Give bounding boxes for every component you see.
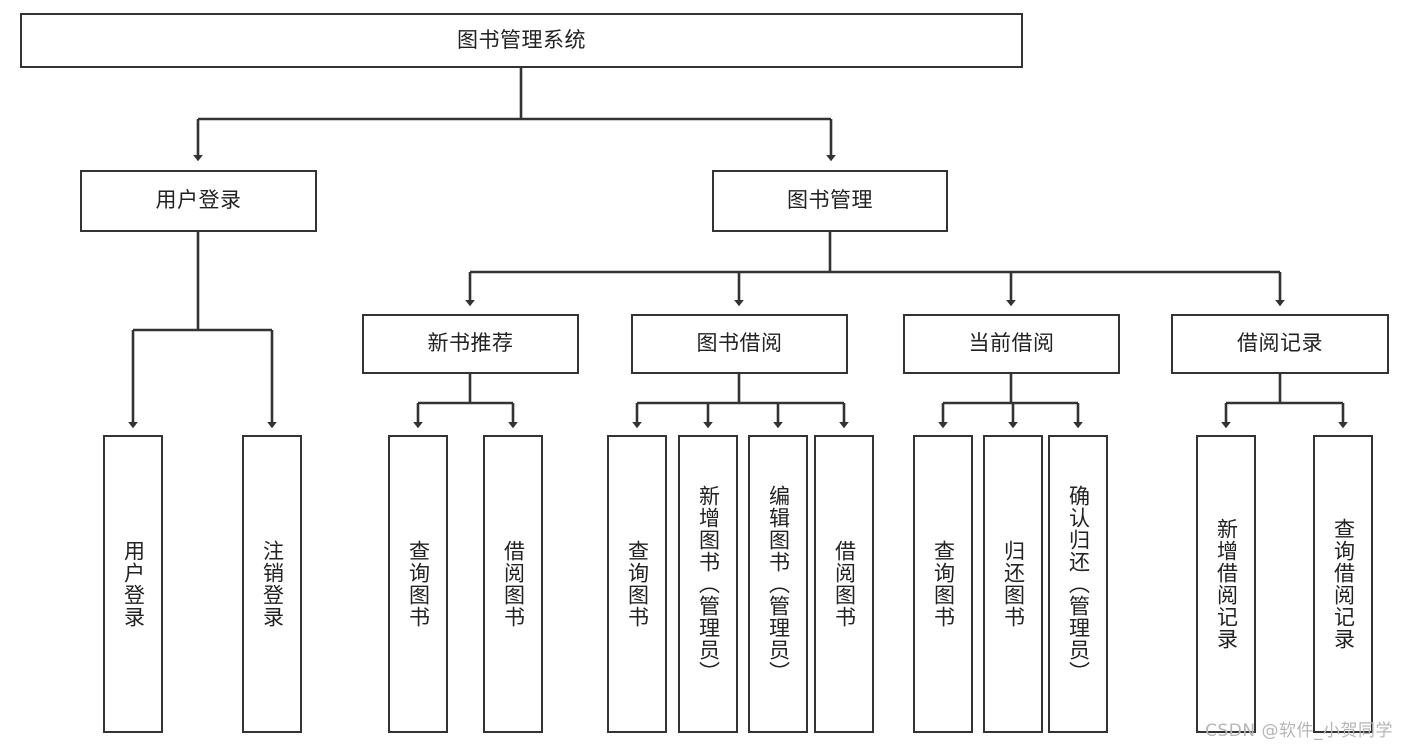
node-leaf-query-book-borrow[interactable]: 查询图书 [607, 435, 667, 733]
node-new-book-rec-label: 新书推荐 [427, 331, 514, 356]
node-book-manage[interactable]: 图书管理 [712, 170, 948, 232]
node-leaf-query-book-borrow-label: 查询图书 [625, 540, 650, 628]
node-leaf-borrow-book[interactable]: 借阅图书 [814, 435, 874, 733]
node-leaf-edit-book-label: 编辑图书（管理员） [766, 485, 791, 683]
node-leaf-add-record[interactable]: 新增借阅记录 [1196, 435, 1256, 733]
node-user-login[interactable]: 用户登录 [80, 170, 317, 232]
node-leaf-query-record[interactable]: 查询借阅记录 [1313, 435, 1373, 733]
node-leaf-edit-book[interactable]: 编辑图书（管理员） [748, 435, 808, 733]
node-new-book-rec[interactable]: 新书推荐 [362, 314, 579, 374]
node-root[interactable]: 图书管理系统 [20, 13, 1023, 68]
node-borrow-record-label: 借阅记录 [1237, 331, 1323, 356]
node-leaf-borrow-book-rec[interactable]: 借阅图书 [483, 435, 543, 733]
node-root-label: 图书管理系统 [457, 27, 586, 52]
node-leaf-query-book-current[interactable]: 查询图书 [913, 435, 973, 733]
node-leaf-confirm-return-label: 确认归还（管理员） [1066, 485, 1091, 683]
node-user-login-label: 用户登录 [155, 188, 242, 213]
node-leaf-query-book-rec-label: 查询图书 [406, 540, 431, 628]
node-book-borrow[interactable]: 图书借阅 [631, 314, 848, 374]
node-leaf-user-login[interactable]: 用户登录 [103, 435, 163, 733]
node-leaf-query-book-current-label: 查询图书 [931, 540, 956, 628]
node-leaf-add-book-label: 新增图书（管理员） [696, 485, 721, 683]
node-book-borrow-label: 图书借阅 [696, 331, 783, 356]
node-leaf-query-book-rec[interactable]: 查询图书 [388, 435, 448, 733]
node-leaf-add-book[interactable]: 新增图书（管理员） [678, 435, 738, 733]
node-current-borrow[interactable]: 当前借阅 [903, 314, 1120, 374]
node-leaf-return-book-label: 归还图书 [1001, 540, 1026, 628]
node-leaf-add-record-label: 新增借阅记录 [1214, 518, 1239, 650]
node-book-manage-label: 图书管理 [787, 188, 873, 213]
node-leaf-borrow-book-label: 借阅图书 [832, 540, 857, 628]
csdn-watermark: CSDN @软件_小贺同学 [1205, 721, 1393, 741]
node-borrow-record[interactable]: 借阅记录 [1171, 314, 1389, 374]
node-leaf-query-record-label: 查询借阅记录 [1331, 518, 1356, 650]
node-leaf-return-book[interactable]: 归还图书 [983, 435, 1043, 733]
node-leaf-confirm-return[interactable]: 确认归还（管理员） [1048, 435, 1108, 733]
node-current-borrow-label: 当前借阅 [968, 331, 1055, 356]
node-leaf-logout[interactable]: 注销登录 [242, 435, 302, 733]
node-leaf-logout-label: 注销登录 [260, 540, 285, 628]
node-leaf-user-login-label: 用户登录 [121, 540, 146, 628]
node-leaf-borrow-book-rec-label: 借阅图书 [501, 540, 526, 628]
